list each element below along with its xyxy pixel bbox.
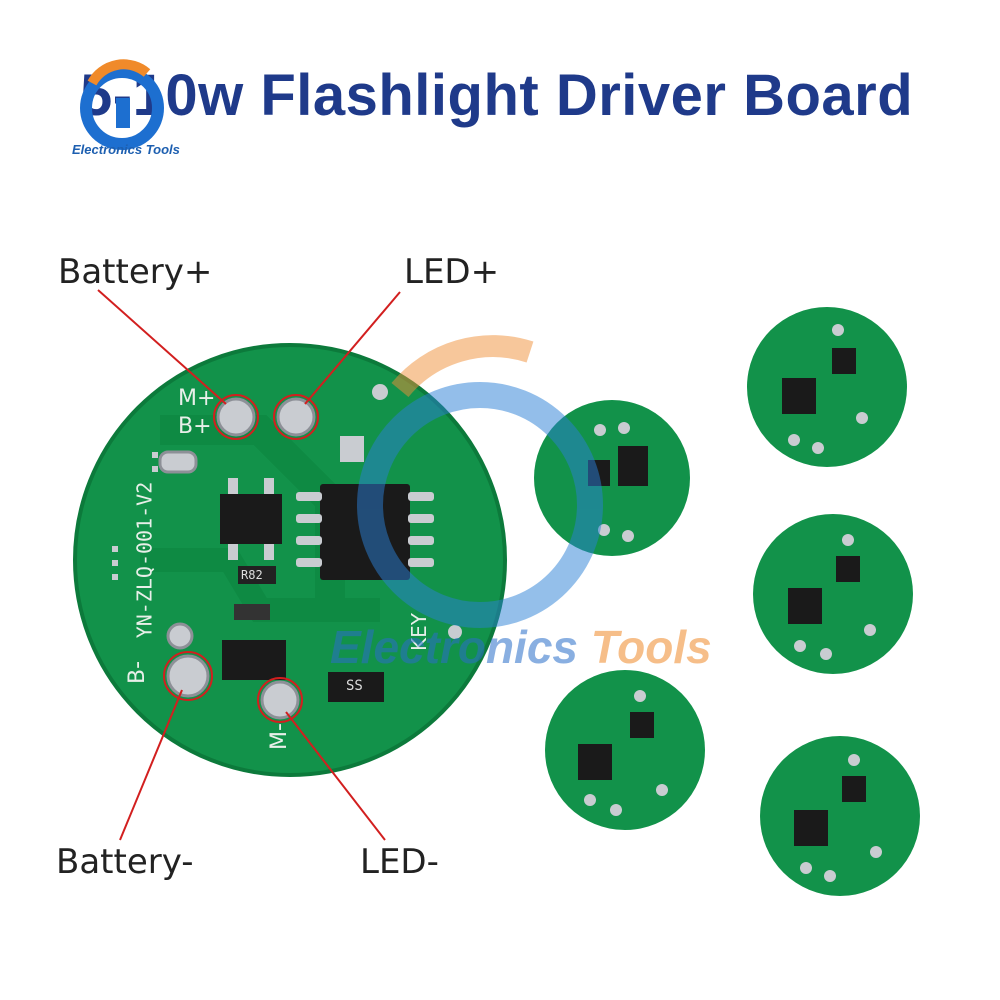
pad-label-mminus: M- [266,723,292,750]
small-board-4 [545,670,705,830]
callout-battery-minus: Battery- [56,842,194,882]
logo-text: Electronics Tools [72,142,180,157]
small-board-2 [747,307,907,467]
pad-label-bminus: B- [125,660,151,685]
callout-battery-plus: Battery+ [58,252,213,292]
brand-logo [80,59,164,150]
diode-code: SS [346,678,363,694]
watermark-text: Electronics Tools [330,620,712,674]
small-board-5 [760,736,920,896]
callout-led-minus: LED- [360,842,439,882]
resistor-code: R82 [241,568,263,582]
watermark-logo [357,335,603,628]
watermark-text-part1: Electronics [330,621,578,673]
page-title: 5-10w Flashlight Driver Board [80,63,914,128]
small-board-3 [753,514,913,674]
pad-label-mplus: M+ [178,386,216,411]
small-board-1 [534,400,690,556]
callout-led-plus: LED+ [404,252,500,292]
board-model-label: YN-ZLQ-001-V2 [132,481,157,639]
pad-label-bplus: B+ [178,414,212,439]
watermark-text-part2: Tools [590,621,712,673]
